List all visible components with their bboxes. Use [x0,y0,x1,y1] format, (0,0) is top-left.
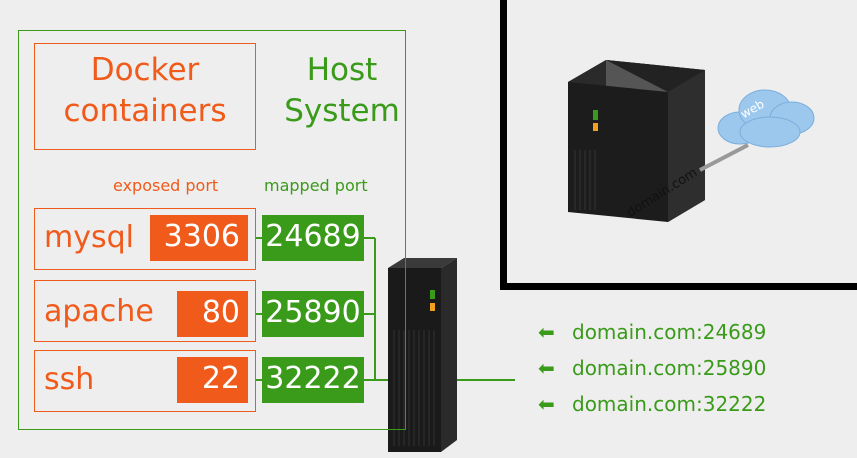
port-connector-lines [256,237,515,381]
exposed-port-label: exposed port [113,176,219,195]
external-domain-row: ⬅ domain.com:25890 [538,356,766,380]
external-domain-row: ⬅ domain.com:24689 [538,320,766,344]
service-name: mysql [44,220,134,255]
arrow-left-icon: ⬅ [538,320,555,344]
mapped-port-label: mapped port [264,176,368,195]
service-row-apache [34,280,256,342]
external-domain: domain.com:25890 [572,356,767,380]
host-server-icon [388,258,457,452]
external-domain-row: ⬅ domain.com:32222 [538,392,766,416]
external-domain: domain.com:24689 [572,320,767,344]
service-row-mysql [34,208,256,270]
exposed-port: 80 [177,291,248,337]
mapped-port: 24689 [262,215,364,261]
host-system-box [18,30,406,430]
docker-title: Docker containers [63,52,227,129]
mapped-port: 32222 [262,357,364,403]
host-title: Host System [284,52,400,129]
external-domain: domain.com:32222 [572,392,767,416]
arrow-left-icon: ⬅ [538,392,555,416]
service-row-ssh [34,350,256,412]
service-name: ssh [44,362,95,397]
exposed-port: 22 [177,357,248,403]
docker-title-box [34,43,256,150]
network-cable [699,143,749,172]
mapped-port: 25890 [262,291,364,337]
arrow-left-icon: ⬅ [538,356,555,380]
remote-server-icon [568,60,705,222]
exposed-port: 3306 [150,215,248,261]
cloud-icon [717,89,815,148]
service-name: apache [44,294,154,329]
